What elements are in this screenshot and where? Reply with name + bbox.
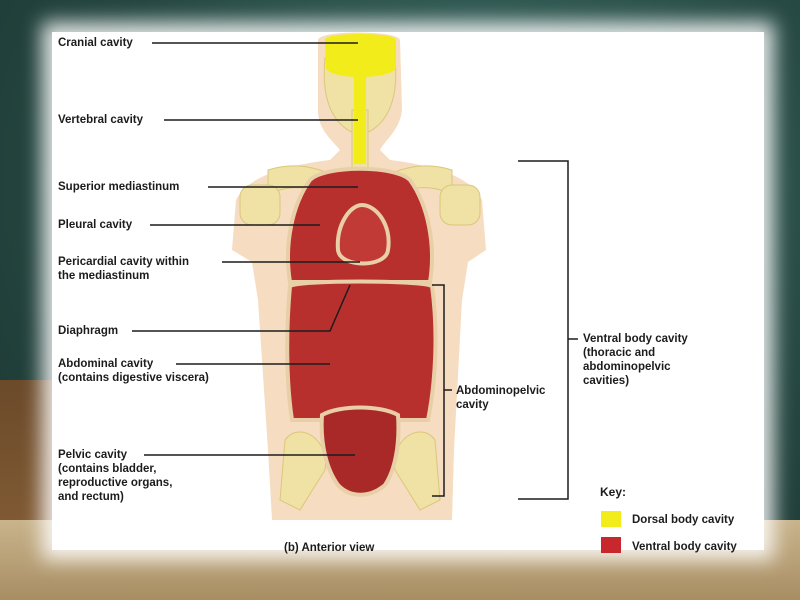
pericardial-cavity-label: Pericardial cavity within the mediastinu… xyxy=(58,256,190,282)
ventral-cavity xyxy=(285,166,438,497)
pelvic-cavity-shape xyxy=(319,405,401,497)
pleural-cavity-label: Pleural cavity xyxy=(58,219,133,231)
ventral-body-cavity-label: Ventral body cavity (thoracic and abdomi… xyxy=(583,333,688,387)
ventral-swatch xyxy=(601,537,621,553)
cranial-cavity-label: Cranial cavity xyxy=(58,37,133,49)
ventral-legend-label: Ventral body cavity xyxy=(632,541,737,553)
vertebral-cavity-label: Vertebral cavity xyxy=(58,114,144,126)
pelvic-cavity-label: Pelvic cavity (contains bladder, reprodu… xyxy=(58,449,173,503)
cranial-cavity-shape xyxy=(324,34,397,77)
abdominal-cavity-shape xyxy=(285,279,438,422)
abdominal-cavity-label: Abdominal cavity (contains digestive vis… xyxy=(58,358,209,384)
pericardial-shape xyxy=(335,202,391,266)
vertebral-cavity-shape xyxy=(354,72,366,164)
dorsal-legend-label: Dorsal body cavity xyxy=(632,514,735,526)
diaphragm-label: Diaphragm xyxy=(58,325,119,337)
abdominopelvic-cavity-label: Abdominopelvic cavity xyxy=(456,385,546,411)
legend-title: Key: xyxy=(600,485,627,499)
superior-mediastinum-label: Superior mediastinum xyxy=(58,181,180,193)
leader-lines xyxy=(132,42,578,500)
dorsal-cavity xyxy=(324,34,397,164)
view-caption: (b) Anterior view xyxy=(284,542,375,554)
dorsal-swatch xyxy=(601,511,621,527)
